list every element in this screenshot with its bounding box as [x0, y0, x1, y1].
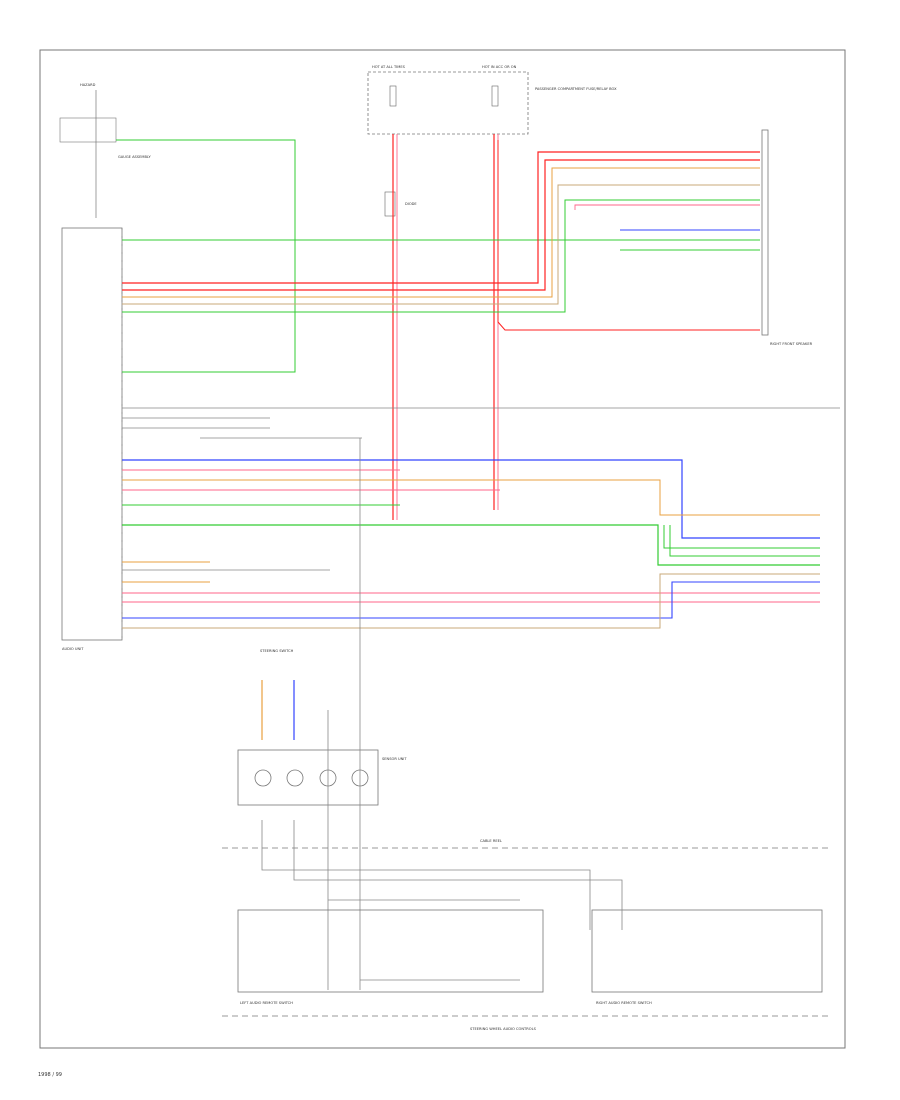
diagram-frame — [39, 49, 846, 1049]
hazard-box — [59, 117, 117, 143]
sensor-connector-2 — [286, 769, 304, 787]
wire-lower-green-3 — [663, 525, 820, 549]
steering-switch-label: STEERING SWITCH — [260, 649, 294, 653]
fuse-left — [389, 85, 397, 107]
fuse-box — [367, 71, 529, 135]
right-connector-label: RIGHT FRONT SPEAKER — [770, 342, 813, 346]
wire-fuse-right-branch — [497, 140, 760, 331]
fuse-label-right: HOT IN ACC OR ON — [482, 65, 517, 69]
wire-upper-green-2 — [122, 199, 760, 313]
wire-upper-pink — [574, 204, 760, 210]
right-remote-box — [591, 909, 823, 993]
diode-box — [384, 191, 396, 217]
right-connector — [761, 129, 769, 336]
audio-unit-label: AUDIO UNIT — [62, 647, 84, 651]
wire-green-loop — [116, 139, 296, 373]
bottom-label: STEERING WHEEL AUDIO CONTROLS — [470, 1027, 537, 1031]
wire-lower-green-2 — [122, 524, 820, 566]
audio-unit-body — [61, 227, 123, 641]
fuse-label-left: HOT AT ALL TIMES — [372, 65, 406, 69]
left-remote-box — [237, 909, 544, 993]
wire-module-gray-2 — [293, 820, 623, 930]
hazard-label: HAZARD — [80, 83, 96, 87]
wire-lower-blue — [122, 459, 820, 539]
wire-upper-tan — [122, 184, 760, 305]
left-module-label: LEFT AUDIO REMOTE SWITCH — [240, 1001, 293, 1005]
wire-upper-orange — [122, 167, 760, 298]
page-footer: 1998 / 99 — [38, 1072, 62, 1078]
wire-lower-green-4 — [669, 525, 820, 557]
wire-upper-red-2 — [122, 159, 760, 291]
fuse-right — [491, 85, 499, 107]
sensor-label: SENSOR UNIT — [382, 757, 407, 761]
gauge-note: GAUGE ASSEMBLY — [118, 155, 151, 159]
wire-module-gray-1 — [261, 820, 591, 930]
fuse-note: PASSENGER COMPARTMENT FUSE/RELAY BOX — [535, 87, 617, 91]
wire-bot-blue — [122, 581, 820, 619]
wire-bot-tan — [122, 573, 820, 629]
right-module-label: RIGHT AUDIO REMOTE SWITCH — [596, 1001, 652, 1005]
wire-upper-red-1 — [122, 151, 760, 284]
wire-lower-orange — [122, 479, 820, 516]
sensor-unit-box — [237, 749, 379, 806]
sensor-connector-1 — [254, 769, 272, 787]
diode-label: DIODE — [405, 202, 417, 206]
cable-reel-label: CABLE REEL — [480, 839, 502, 843]
